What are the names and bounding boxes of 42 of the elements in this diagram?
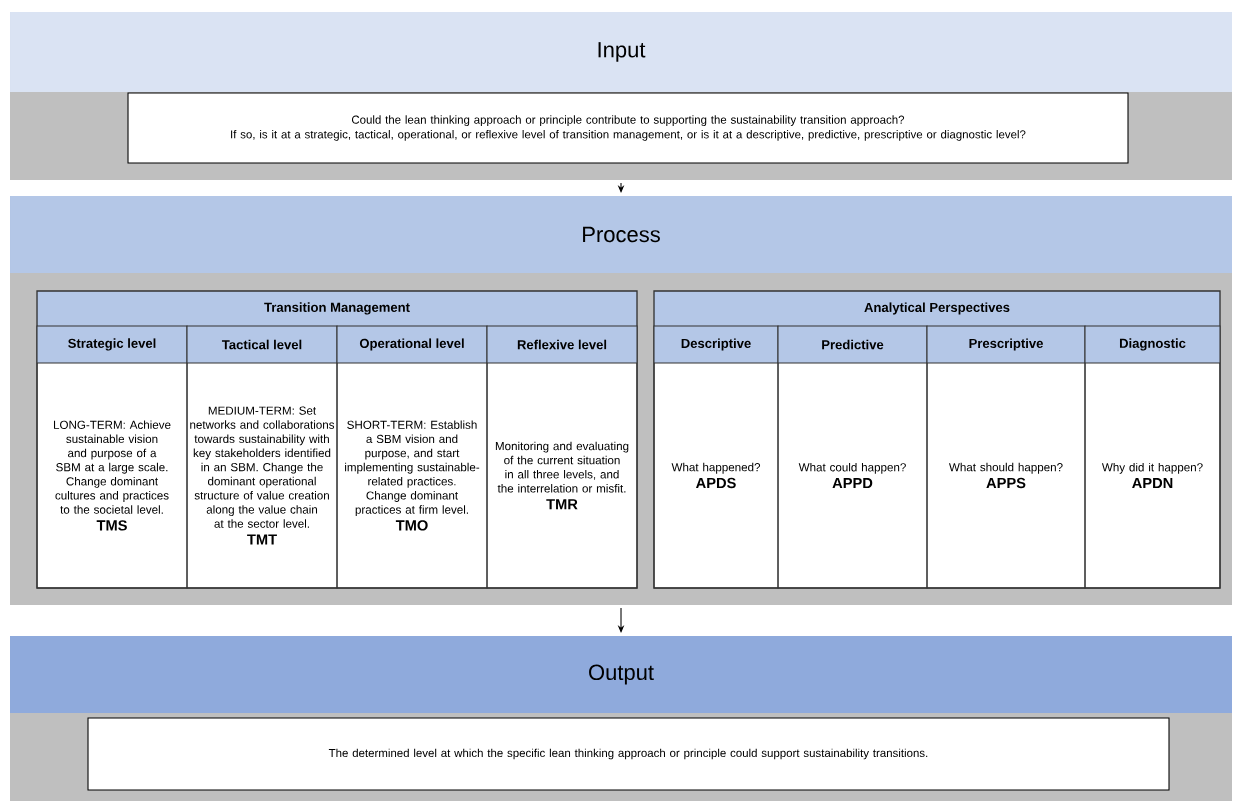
cell-text: LONG-TERM: Achieve sustainable vision and purpose of a SBM at a large scale. Change dominant cultures and practices to the societal level. (54, 420, 171, 514)
table-column (36, 325, 188, 589)
code-label: TMO (395, 520, 428, 531)
section-heading: Input (598, 42, 646, 62)
box-text: The determined level at which the specific lean thinking approach or principle could support sustainability transitions. (328, 748, 928, 760)
text-box (87, 717, 1170, 791)
cell-text: MEDIUM-TERM: Set networks and collaborations towards sustainability with key stakeholders identified in an SBM. Change the dominant operational structure of value creation along the value chain at the sector level. (190, 406, 335, 528)
cell-text: Monitoring and evaluating of the current situation in all three levels, and the interrelation or misfit. (495, 441, 629, 493)
section-heading: Output (589, 664, 654, 685)
box-text: Could the lean thinking approach or principle contribute to supporting the sustainability transition approach? (351, 115, 905, 126)
code-label: APDN (1132, 478, 1173, 489)
cell-text: Why did it happen? (1101, 462, 1203, 474)
table-column (186, 325, 338, 589)
section-heading: Process (583, 226, 660, 243)
table-column (1084, 325, 1221, 589)
column-heading: Descriptive (681, 338, 751, 351)
cell-text: What happened? (671, 462, 761, 474)
column-heading: Reflexive level (517, 339, 607, 350)
cell-text: What could happen? (798, 462, 906, 474)
code-label: TMR (546, 499, 578, 510)
code-label: TMS (96, 520, 127, 531)
table-column (777, 325, 928, 589)
code-label: APPD (832, 478, 873, 489)
code-label: APPS (986, 477, 1026, 489)
column-heading: Operational level (359, 338, 464, 351)
table-title: Analytical Perspectives (864, 302, 1010, 315)
table-title: Transition Management (264, 302, 410, 315)
box-text: If so, is it at a strategic, tactical, operational, or reflexive level of transition management, or is it at a descriptive, predictive, prescriptive or diagnostic level? (231, 130, 1026, 141)
code-label: TMT (247, 534, 277, 545)
cell-text: What should happen? (948, 462, 1063, 474)
table-column (336, 325, 488, 589)
column-heading: Strategic level (68, 338, 156, 351)
column-heading: Predictive (822, 339, 884, 350)
column-heading: Tactical level (221, 339, 302, 350)
table-column (486, 325, 638, 589)
column-heading: Prescriptive (969, 338, 1043, 351)
text-box (127, 92, 1129, 164)
code-label: APDS (696, 477, 736, 489)
table-column (926, 325, 1086, 589)
cell-text: SHORT-TERM: Establish a SBM vision and purpose, and start implementing sustainable-related practices. Change dominant practices at firm level. (345, 420, 480, 517)
table-column (653, 325, 779, 589)
column-heading: Diagnostic (1120, 338, 1186, 351)
